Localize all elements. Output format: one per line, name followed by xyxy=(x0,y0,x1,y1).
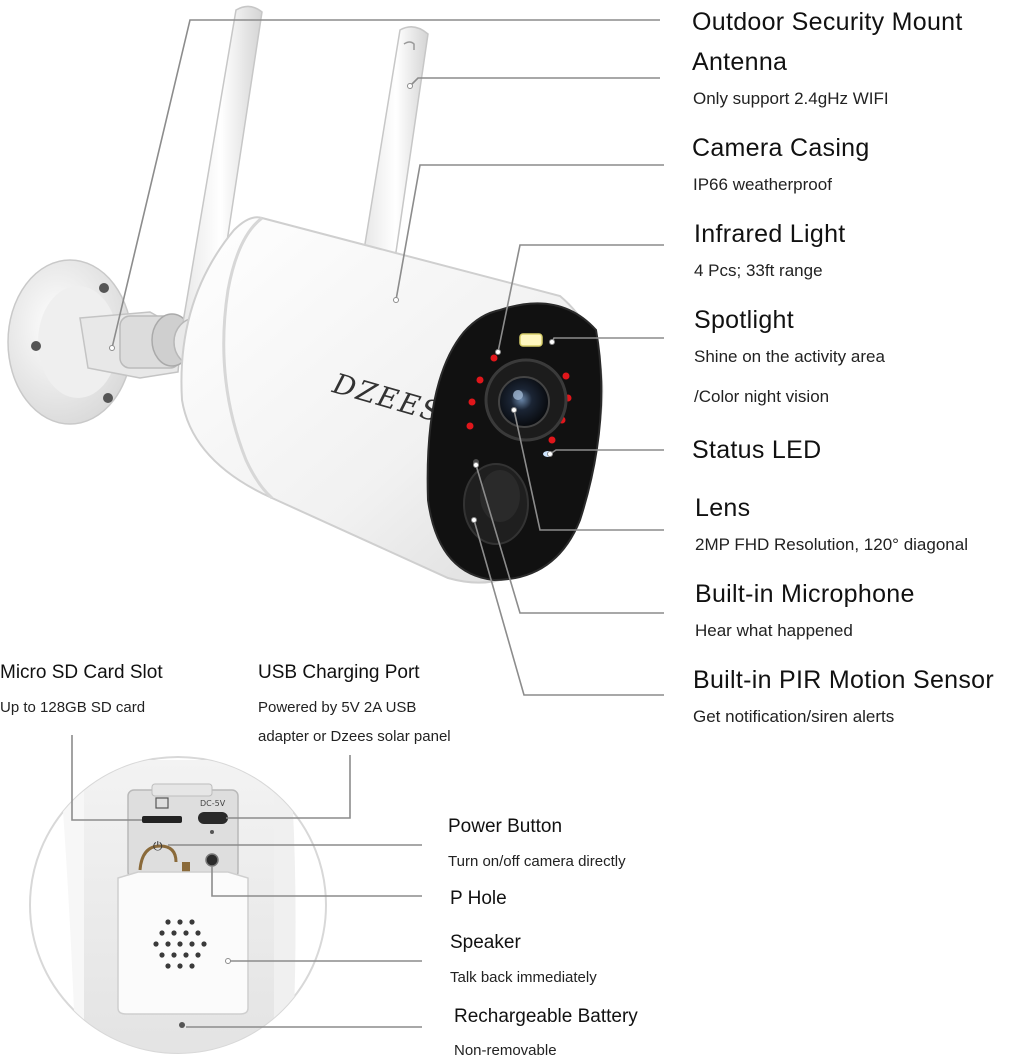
label-built-in-microphone: Built-in Microphone xyxy=(695,580,915,608)
desc-rechargeable-battery: Non-removable xyxy=(454,1042,557,1059)
mount-screw-hole xyxy=(99,283,109,293)
speaker-grille xyxy=(153,919,207,969)
label-power-button: Power Button xyxy=(448,816,563,837)
camera-face xyxy=(426,302,603,582)
sd-card-slot xyxy=(142,816,182,823)
label-spotlight: Spotlight xyxy=(694,306,794,334)
leader-dots xyxy=(109,83,555,964)
power-icon: ⏻ xyxy=(153,839,163,853)
p-hole xyxy=(205,853,219,867)
mount-screw-hole xyxy=(31,341,41,351)
label-micro-sd-card-slot: Micro SD Card Slot xyxy=(0,662,163,683)
desc-infrared-light: 4 Pcs; 33ft range xyxy=(694,261,823,280)
label-lens: Lens xyxy=(695,494,751,522)
desc-usb-charging-port-2: adapter or Dzees solar panel xyxy=(258,728,451,745)
desc-power-button: Turn on/off camera directly xyxy=(448,853,626,870)
label-speaker: Speaker xyxy=(450,932,521,953)
desc-camera-casing: IP66 weatherproof xyxy=(693,175,832,194)
desc-lens: 2MP FHD Resolution, 120° diagonal xyxy=(695,535,968,554)
label-rechargeable-battery: Rechargeable Battery xyxy=(454,1006,638,1027)
desc-built-in-pir-motion-sensor: Get notification/siren alerts xyxy=(693,707,895,726)
desc-spotlight: Shine on the activity area xyxy=(694,347,885,366)
label-camera-casing: Camera Casing xyxy=(692,134,870,162)
label-antenna: Antenna xyxy=(692,48,788,76)
desc-micro-sd-card-slot: Up to 128GB SD card xyxy=(0,699,146,716)
bottom-detail: DC-5V ⏻ xyxy=(29,756,327,1054)
lens xyxy=(498,376,550,428)
wall-mount xyxy=(7,259,193,425)
desc-built-in-microphone: Hear what happened xyxy=(695,621,853,640)
label-outdoor-security-mount: Outdoor Security Mount xyxy=(692,8,963,36)
label-infrared-light: Infrared Light xyxy=(694,220,846,248)
desc-speaker: Talk back immediately xyxy=(450,969,597,986)
desc-antenna: Only support 2.4gHz WIFI xyxy=(693,89,889,108)
spotlight xyxy=(519,333,543,347)
dc-port-label: DC-5V xyxy=(200,799,226,808)
mount-screw-hole xyxy=(103,393,113,403)
desc-spotlight-2: /Color night vision xyxy=(694,387,830,406)
desc-usb-charging-port: Powered by 5V 2A USB xyxy=(258,699,417,716)
speaker-cover xyxy=(117,871,249,1015)
label-usb-charging-port: USB Charging Port xyxy=(258,662,420,683)
label-status-led: Status LED xyxy=(692,436,822,464)
label-p-hole: P Hole xyxy=(450,888,507,909)
leader-lines xyxy=(71,19,664,1028)
usb-port xyxy=(198,812,228,824)
label-built-in-pir-motion-sensor: Built-in PIR Motion Sensor xyxy=(693,666,994,694)
